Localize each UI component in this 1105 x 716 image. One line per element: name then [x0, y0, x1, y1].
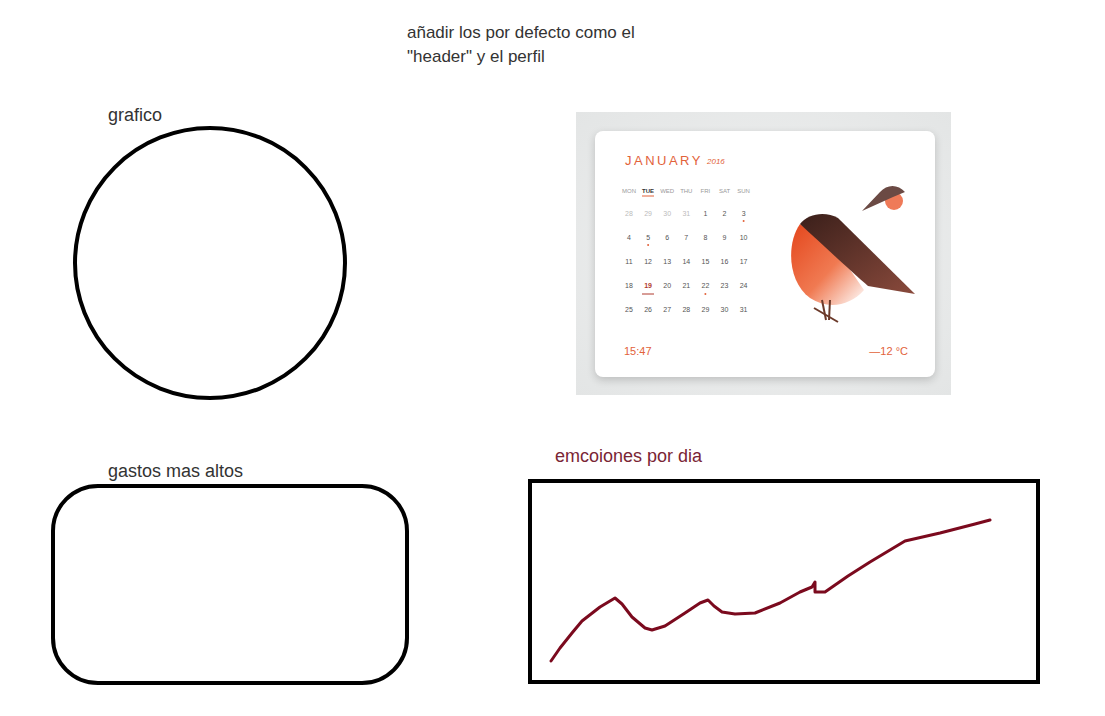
calendar-text: 1 [695, 209, 715, 219]
circle-outline [75, 128, 345, 398]
day-underline [642, 294, 654, 295]
bird-leg [822, 300, 826, 320]
calendar-text: WED [657, 187, 677, 195]
calendar-text: 24 [734, 281, 754, 291]
calendar-text: MON [619, 187, 639, 195]
bird-wing [800, 214, 915, 294]
calendar-text: 5 [638, 233, 658, 243]
emotion-line [551, 520, 990, 661]
calendar-widget: JANUARY2016MONTUEWEDTHUFRISATSUN28293031… [576, 112, 951, 395]
small-bird-wing [862, 186, 905, 211]
calendar-text: 15 [695, 257, 715, 267]
event-dot [647, 244, 649, 246]
day-underline [642, 196, 654, 197]
emotions-chart: emcoiones por dia [528, 446, 1040, 684]
calendar-text: 14 [676, 257, 696, 267]
calendar-text: 10 [734, 233, 754, 243]
calendar-text: 15:47 [624, 345, 652, 358]
calendar-text: 9 [715, 233, 735, 243]
calendar-text: 3 [734, 209, 754, 219]
calendar-text: 21 [676, 281, 696, 291]
calendar-text: 29 [638, 209, 658, 219]
calendar-text: 8 [695, 233, 715, 243]
calendar-text: 30 [657, 209, 677, 219]
calendar-text: 18 [619, 281, 639, 291]
event-dot [743, 220, 745, 222]
calendar-text: THU [676, 187, 696, 195]
calendar-text: 28 [676, 305, 696, 315]
calendar-text: 22 [695, 281, 715, 291]
calendar-text: 7 [676, 233, 696, 243]
calendar-text: 25 [619, 305, 639, 315]
calendar-text: TUE [638, 187, 658, 195]
calendar-text: 30 [715, 305, 735, 315]
branch [814, 308, 838, 322]
calendar-text: —12 °C [838, 345, 908, 358]
calendar-text: SUN [734, 187, 754, 195]
calendar-text: FRI [695, 187, 715, 195]
chart-circle: grafico [72, 104, 350, 397]
outline-svg [51, 462, 409, 685]
calendar-text: 16 [715, 257, 735, 267]
calendar-text: 19 [638, 281, 658, 291]
calendar-text: 29 [695, 305, 715, 315]
calendar-text: 26 [638, 305, 658, 315]
calendar-text: JANUARY [625, 153, 703, 168]
calendar-text: 6 [657, 233, 677, 243]
note-text: añadir los por defecto como el "header" … [407, 21, 675, 69]
expenses-box: gastos mas altos [51, 462, 409, 685]
calendar-text: 20 [657, 281, 677, 291]
calendar-text: SAT [715, 187, 735, 195]
calendar-text: 23 [715, 281, 735, 291]
calendar-text: 4 [619, 233, 639, 243]
calendar-text: 2 [715, 209, 735, 219]
calendar-text: 12 [638, 257, 658, 267]
event-dot [704, 293, 706, 295]
calendar-text: 2016 [707, 157, 725, 167]
rounded-outline [53, 486, 407, 683]
calendar-text: 27 [657, 305, 677, 315]
section-heading: gastos mas altos [108, 461, 243, 481]
section-heading: emcoiones por dia [555, 446, 702, 466]
calendar-text: 13 [657, 257, 677, 267]
outline-svg [72, 104, 350, 397]
outline-svg [528, 446, 1040, 684]
calendar-text: 31 [676, 209, 696, 219]
chart-frame [530, 481, 1038, 682]
calendar-text: 28 [619, 209, 639, 219]
calendar-text: 11 [619, 257, 639, 267]
section-heading: grafico [108, 105, 162, 125]
calendar-text: 17 [734, 257, 754, 267]
calendar-text: 31 [734, 305, 754, 315]
